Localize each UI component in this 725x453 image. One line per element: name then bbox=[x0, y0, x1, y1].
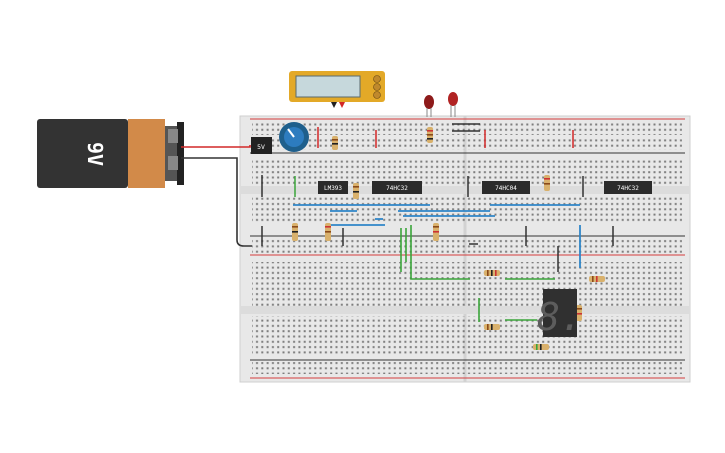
resistor[interactable] bbox=[433, 223, 439, 241]
power-rail-bottom bbox=[250, 359, 685, 379]
terminal-strip-upper-b bbox=[252, 196, 682, 224]
resistor[interactable] bbox=[427, 127, 433, 143]
battery-terminal-negative[interactable] bbox=[168, 156, 178, 170]
multimeter[interactable] bbox=[289, 71, 385, 108]
chip-label: 74HC32 bbox=[386, 185, 408, 192]
chip-74hc32-b[interactable]: 74HC32 bbox=[604, 181, 652, 194]
breadboard[interactable] bbox=[239, 115, 691, 383]
probe-red-icon[interactable] bbox=[339, 102, 345, 108]
battery-wire-negative[interactable] bbox=[181, 157, 252, 247]
resistor[interactable] bbox=[353, 183, 359, 199]
voltage-regulator[interactable]: 5V bbox=[251, 137, 272, 154]
center-channel-upper bbox=[240, 186, 690, 194]
battery-label: 9V bbox=[83, 142, 107, 166]
chip-lm393[interactable]: LM393 bbox=[318, 181, 348, 194]
resistor[interactable] bbox=[325, 223, 331, 241]
power-rail-middle bbox=[250, 235, 685, 256]
power-rail-top bbox=[250, 118, 685, 154]
battery-9v[interactable]: 9V bbox=[37, 119, 184, 188]
chip-label: 74HC04 bbox=[495, 185, 517, 192]
resistor[interactable] bbox=[589, 276, 605, 282]
chip-label: LM393 bbox=[324, 185, 342, 192]
wire[interactable] bbox=[410, 225, 470, 280]
potentiometer[interactable] bbox=[279, 122, 309, 152]
chip-74hc04[interactable]: 74HC04 bbox=[482, 181, 530, 194]
resistor[interactable] bbox=[484, 270, 500, 276]
battery-wire-positive[interactable] bbox=[181, 145, 251, 148]
resistor[interactable] bbox=[576, 305, 582, 321]
resistor[interactable] bbox=[484, 324, 500, 330]
resistor[interactable] bbox=[292, 223, 298, 241]
center-channel-lower bbox=[240, 306, 690, 314]
resistor[interactable] bbox=[544, 175, 550, 191]
led-1[interactable] bbox=[424, 95, 434, 117]
chip-label: 74HC32 bbox=[617, 185, 639, 192]
led-2[interactable] bbox=[448, 92, 458, 117]
regulator-label: 5V bbox=[257, 143, 265, 151]
battery-terminal-positive[interactable] bbox=[168, 129, 178, 143]
probe-black-icon[interactable] bbox=[331, 102, 337, 108]
seven-segment-digit: 8. bbox=[537, 295, 583, 339]
chip-74hc32-a[interactable]: 74HC32 bbox=[372, 181, 422, 194]
resistor[interactable] bbox=[332, 136, 338, 150]
terminal-strip-lower-b bbox=[252, 316, 682, 356]
seven-segment-display[interactable]: 8. bbox=[537, 289, 583, 339]
resistor[interactable] bbox=[533, 344, 549, 350]
terminal-strip-lower-a bbox=[252, 262, 682, 306]
